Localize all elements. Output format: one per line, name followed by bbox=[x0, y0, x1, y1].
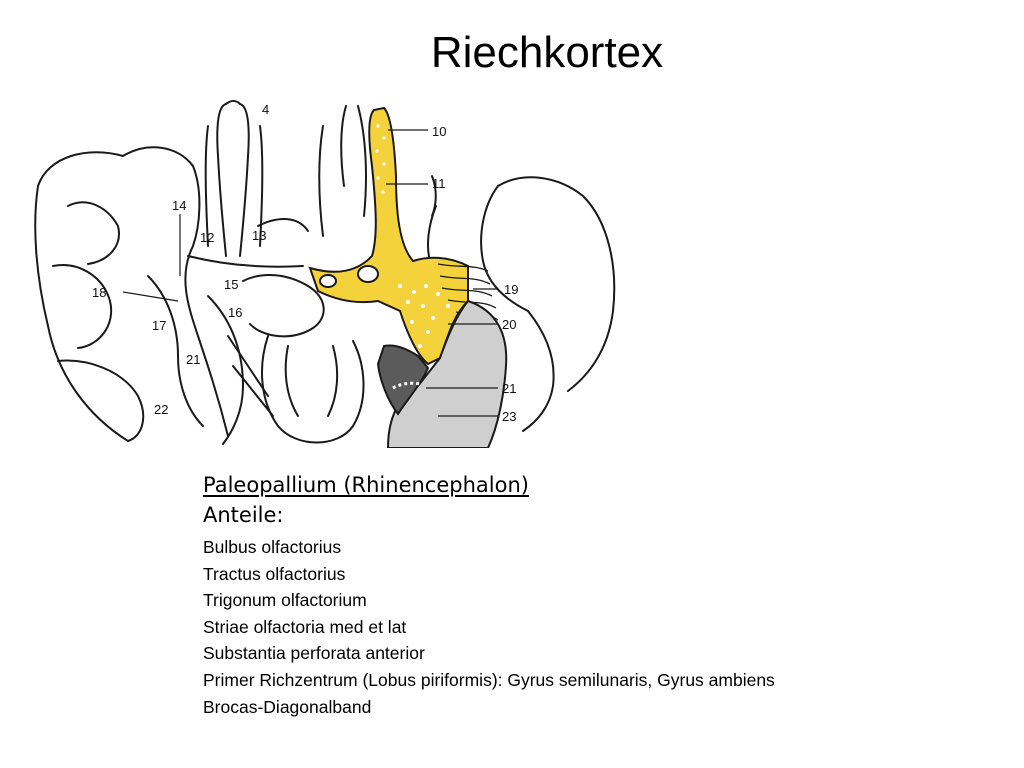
section-heading: Paleopallium (Rhinencephalon) bbox=[203, 473, 529, 497]
leader-lines bbox=[122, 129, 498, 417]
brain-base-illustration: 4 10 11 14 12 13 15 16 18 17 21 22 19 20… bbox=[34, 100, 616, 448]
right-hemisphere-outline bbox=[497, 176, 616, 392]
label-21-right: 21 bbox=[502, 381, 516, 396]
list-item: Striae olfactoria med et lat bbox=[203, 616, 407, 637]
list-item: Bulbus olfactorius bbox=[203, 537, 342, 557]
label-19: 19 bbox=[504, 282, 518, 297]
list-item: Brocas-Diagonalband bbox=[203, 696, 372, 717]
dotted-pattern bbox=[375, 124, 450, 348]
label-17: 17 bbox=[152, 318, 166, 333]
left-hemisphere-outline bbox=[37, 146, 229, 437]
label-23: 23 bbox=[502, 409, 516, 424]
lobus-piriformis bbox=[386, 299, 508, 448]
list-item: Substantia perforata anterior bbox=[203, 643, 425, 664]
label-20: 20 bbox=[502, 317, 516, 332]
label-21-left: 21 bbox=[186, 352, 200, 367]
label-11: 11 bbox=[432, 176, 446, 191]
gyrus-ambiens bbox=[376, 344, 430, 416]
left-bulbus-olfactorius bbox=[216, 103, 227, 257]
label-15: 15 bbox=[224, 277, 238, 292]
label-10: 10 bbox=[432, 124, 446, 139]
label-18: 18 bbox=[92, 285, 106, 300]
brainstem bbox=[261, 335, 365, 444]
component-list: Bulbus olfactorius Tractus olfactorius T… bbox=[203, 534, 1003, 720]
description-block: Paleopallium (Rhinencephalon) Anteile: B… bbox=[203, 470, 1003, 720]
label-16: 16 bbox=[228, 305, 242, 320]
list-item: Primer Richzentrum (Lobus piriformis): G… bbox=[203, 669, 775, 690]
label-13: 13 bbox=[252, 228, 266, 243]
slide-title: Riechkortex bbox=[430, 28, 664, 77]
anatomy-figure: 4 10 11 14 12 13 15 16 18 17 21 22 19 20… bbox=[28, 96, 628, 448]
section-subheading: Anteile: bbox=[203, 503, 284, 527]
optic-chiasm bbox=[242, 274, 325, 338]
list-item: Tractus olfactorius bbox=[203, 563, 346, 584]
label-4: 4 bbox=[262, 102, 269, 117]
list-item: Trigonum olfactorium bbox=[203, 590, 367, 611]
figure-labels: 4 10 11 14 12 13 15 16 18 17 21 22 19 20… bbox=[92, 102, 518, 424]
tractus-olfactorius bbox=[308, 106, 469, 366]
label-22: 22 bbox=[154, 402, 168, 417]
label-14: 14 bbox=[172, 198, 186, 213]
label-12: 12 bbox=[200, 230, 214, 245]
